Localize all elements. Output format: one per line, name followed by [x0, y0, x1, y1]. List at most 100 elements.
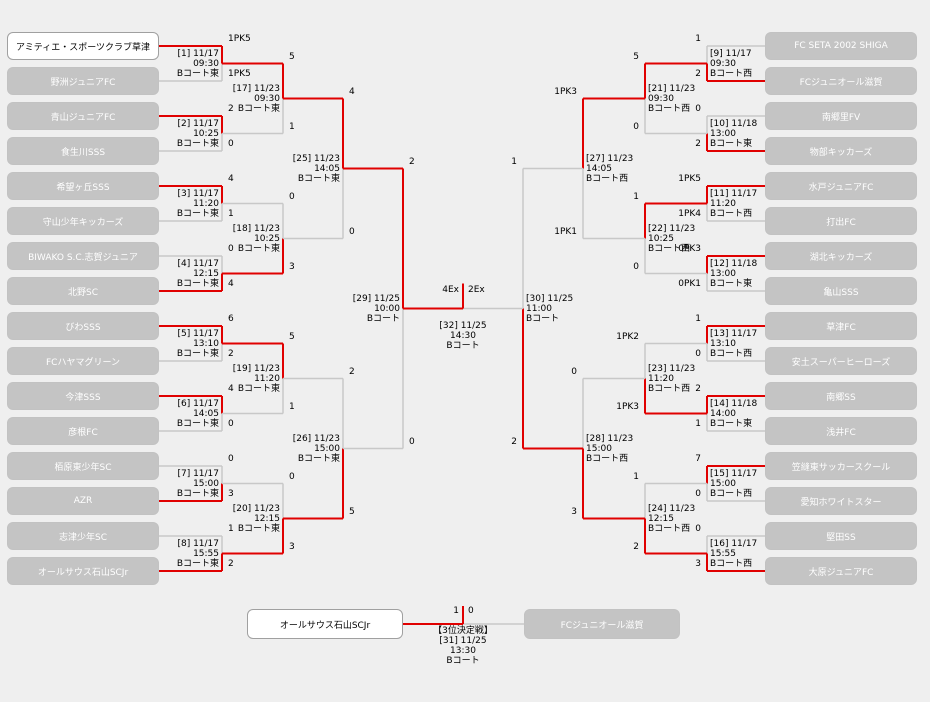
match-info-line: [32] 11/25 — [439, 320, 487, 331]
team-box[interactable]: 守山少年キッカーズ — [7, 207, 159, 235]
match-info-line: Bコート東 — [176, 418, 219, 429]
team-box[interactable]: 湖北キッカーズ — [765, 242, 917, 270]
score-label: 0 — [228, 244, 234, 254]
team-box[interactable]: 希望ヶ丘SSS — [7, 172, 159, 200]
team-box[interactable]: 大原ジュニアFC — [765, 557, 917, 585]
match-info-line: Bコート西 — [710, 68, 753, 79]
team-box[interactable]: FCハヤマグリーン — [7, 347, 159, 375]
match-info-line: Bコート東 — [710, 418, 753, 429]
match-info-line: Bコート — [446, 656, 480, 666]
score-label: 1PK3 — [616, 401, 639, 412]
match-info-line: Bコート東 — [710, 138, 753, 149]
match-info-line: 11:00 — [526, 303, 552, 314]
score-label: 2 — [695, 69, 701, 79]
team-box[interactable]: BIWAKO S.C.志賀ジュニア — [7, 242, 159, 270]
score-label: 0 — [289, 191, 295, 202]
match-info-line: Bコート — [366, 313, 400, 324]
match-info-line: [20] 11/23 — [232, 503, 280, 514]
match-info-line: [7] 11/17 — [177, 468, 219, 479]
team-box[interactable]: 栢原東少年SC — [7, 452, 159, 480]
match-info-line: Bコート西 — [710, 208, 753, 219]
score-label: 4 — [228, 384, 234, 394]
match-info-line: 15:00 — [193, 478, 219, 489]
match-info-line: Bコート東 — [176, 138, 219, 149]
team-box[interactable]: 南郷里FV — [765, 102, 917, 130]
team-box[interactable]: 彦根FC — [7, 417, 159, 445]
team-box[interactable]: 今津SSS — [7, 382, 159, 410]
match-info-line: [12] 11/18 — [710, 258, 758, 269]
team-box[interactable]: 浅井FC — [765, 417, 917, 445]
team-box[interactable]: 水戸ジュニアFC — [765, 172, 917, 200]
third-place-left-team[interactable]: オールサウス石山SCJr — [247, 609, 403, 639]
team-box[interactable]: 食生川SSS — [7, 137, 159, 165]
team-box[interactable]: 野洲ジュニアFC — [7, 67, 159, 95]
team-box[interactable]: 志津少年SC — [7, 522, 159, 550]
team-box[interactable]: 笠縫東サッカースクール — [765, 452, 917, 480]
team-box[interactable]: アミティエ・スポーツクラブ草津 — [7, 32, 159, 60]
team-box[interactable]: 安土スーパーヒーローズ — [765, 347, 917, 375]
team-box[interactable]: 草津FC — [765, 312, 917, 340]
match-info-line: [28] 11/23 — [586, 433, 634, 444]
team-box[interactable]: 物部キッカーズ — [765, 137, 917, 165]
match-info-line: Bコート西 — [710, 488, 753, 499]
team-box[interactable]: 北野SC — [7, 277, 159, 305]
match-info-line: 10:25 — [648, 233, 674, 244]
match-info-line: Bコート東 — [237, 103, 280, 114]
match-info-line: [4] 11/17 — [177, 258, 219, 269]
score-label: 0 — [228, 419, 234, 429]
match-info-line: Bコート西 — [648, 383, 691, 394]
third-place-right-team[interactable]: FCジュニオール滋賀 — [524, 609, 680, 639]
score-label: 0 — [228, 454, 234, 464]
score-label: 0 — [349, 226, 355, 237]
match-info-line: Bコート西 — [648, 243, 691, 254]
team-box[interactable]: 亀山SSS — [765, 277, 917, 305]
score-label: 4 — [228, 174, 234, 184]
team-box[interactable]: 打出FC — [765, 207, 917, 235]
match-info-line: 10:25 — [254, 233, 280, 244]
score-label: 3 — [289, 261, 295, 272]
match-info-line: 15:00 — [710, 478, 736, 489]
team-box[interactable]: びわSSS — [7, 312, 159, 340]
team-box[interactable]: 愛知ホワイトスター — [765, 487, 917, 515]
team-box[interactable]: 南郷SS — [765, 382, 917, 410]
score-label: 1 — [453, 606, 459, 616]
match-info-line: [25] 11/23 — [292, 153, 340, 164]
match-info-line: 13:10 — [193, 338, 219, 349]
score-label: 2 — [695, 139, 701, 149]
team-box[interactable]: 堅田SS — [765, 522, 917, 550]
score-label: 0 — [289, 471, 295, 482]
match-info-line: [26] 11/23 — [292, 433, 340, 444]
team-box[interactable]: FC SETA 2002 SHIGA — [765, 32, 917, 60]
score-label: 1 — [289, 121, 295, 132]
match-info-line: 15:00 — [586, 443, 612, 454]
team-box[interactable]: AZR — [7, 487, 159, 515]
score-label: 1 — [228, 209, 234, 219]
team-box[interactable]: オールサウス石山SCJr — [7, 557, 159, 585]
match-info-line: 13:30 — [450, 646, 476, 656]
match-info-line: Bコート東 — [237, 383, 280, 394]
match-info-line: Bコート — [526, 313, 560, 324]
match-info-line: 13:10 — [710, 338, 736, 349]
team-box[interactable]: 青山ジュニアFC — [7, 102, 159, 130]
score-label: 1 — [511, 156, 517, 167]
score-label: 1PK2 — [616, 331, 639, 342]
team-box[interactable]: FCジュニオール滋賀 — [765, 67, 917, 95]
match-info-line: 12:15 — [254, 513, 280, 524]
match-info-line: 10:00 — [374, 303, 400, 314]
match-info-line: 11:20 — [710, 198, 736, 209]
